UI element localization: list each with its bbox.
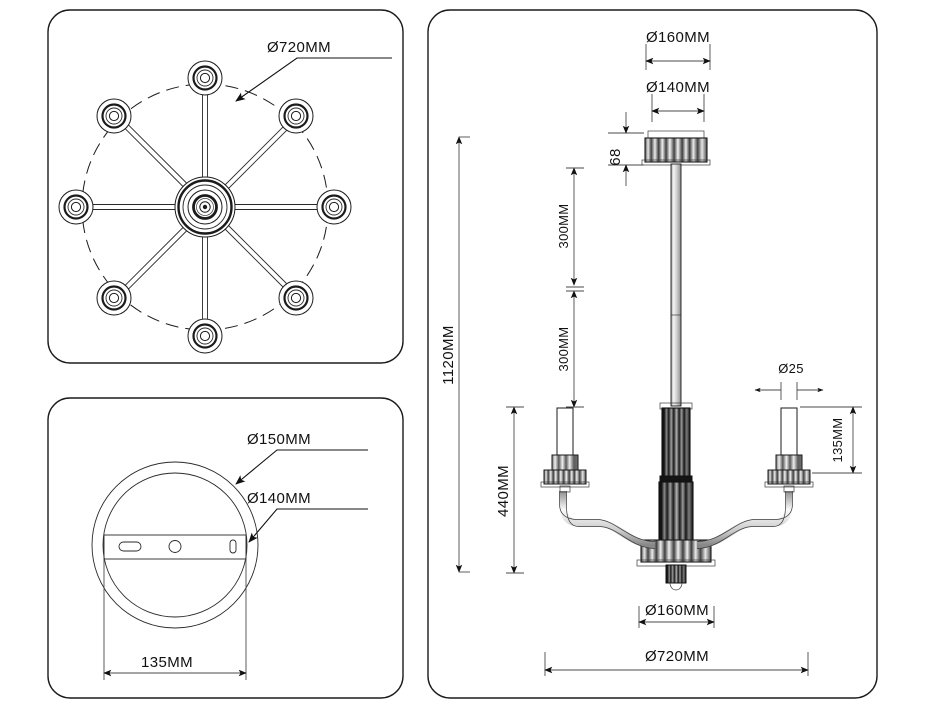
dimension-label-140: Ø140MM bbox=[247, 490, 311, 507]
dimension-body-440: 440MM bbox=[495, 406, 524, 574]
dimension-canopy-inner: Ø140MM bbox=[247, 490, 368, 543]
dimension-label-68: 68 bbox=[607, 148, 624, 166]
arm-left-edge-lower bbox=[566, 491, 656, 549]
arm-line bbox=[216, 216, 293, 293]
socket-group bbox=[58, 60, 352, 354]
dimension-label-135: 135MM bbox=[141, 654, 193, 671]
arm-left bbox=[540, 407, 656, 549]
arm-line bbox=[121, 121, 198, 198]
dimension-label-canopy-160: Ø160MM bbox=[646, 29, 710, 46]
arm-right-tube bbox=[696, 491, 793, 549]
socket-bottom bbox=[187, 318, 223, 354]
socket-stub-right bbox=[783, 485, 795, 493]
dimension-canopy-160: Ø160MM bbox=[645, 29, 711, 70]
body-upper-column bbox=[661, 407, 691, 479]
dimension-label-440: 440MM bbox=[495, 465, 512, 517]
socket-bottom-right bbox=[278, 280, 314, 316]
dimension-label-canopy-140: Ø140MM bbox=[646, 79, 710, 96]
main-body bbox=[658, 402, 694, 551]
finial-body bbox=[665, 564, 687, 584]
arm-group bbox=[86, 88, 324, 326]
dimension-total-height: 1120MM bbox=[440, 136, 470, 573]
mounting-bracket bbox=[103, 534, 247, 560]
dimension-rod-lower-300: 300MM bbox=[556, 290, 584, 408]
dimension-label-spread-720: Ø720MM bbox=[645, 648, 709, 665]
canopy-inner-circle bbox=[102, 472, 248, 618]
dimension-candle-25: Ø25 bbox=[754, 361, 824, 400]
suspension-rod bbox=[670, 163, 682, 407]
dimension-bracket-width: 135MM bbox=[103, 559, 247, 680]
arm-line bbox=[216, 121, 293, 198]
socket-top-left bbox=[96, 98, 132, 134]
arm-line bbox=[222, 204, 324, 210]
dimension-base-160: Ø160MM bbox=[638, 602, 715, 628]
socket-right bbox=[316, 189, 352, 225]
socket-top bbox=[187, 60, 223, 96]
socket-lip-right bbox=[764, 481, 814, 488]
dimension-label-300-lower: 300MM bbox=[556, 327, 571, 372]
leader-line bbox=[248, 508, 368, 543]
arm-right-edge-lower bbox=[696, 491, 786, 549]
arm-left-edge-upper bbox=[559, 491, 656, 542]
arm-line bbox=[202, 224, 208, 326]
dimension-canopy-140: Ø140MM bbox=[646, 79, 710, 122]
socket-ring-right bbox=[767, 469, 811, 485]
arm-line bbox=[202, 88, 208, 190]
dimension-label-base-160: Ø160MM bbox=[645, 602, 709, 619]
leader-line bbox=[235, 57, 392, 102]
base-fluted-band bbox=[640, 539, 712, 563]
body-lower-column bbox=[658, 481, 694, 551]
socket-bottom-left bbox=[96, 280, 132, 316]
socket-left bbox=[58, 189, 94, 225]
top-view-drawing: Ø720MM bbox=[58, 39, 392, 354]
front-elevation-drawing: Ø160MM Ø140MM 68 112 bbox=[440, 29, 862, 676]
dimension-label-25: Ø25 bbox=[778, 361, 803, 376]
center-hub bbox=[174, 176, 236, 238]
canopy-outer-circle bbox=[91, 461, 259, 629]
dimension-spread-720: Ø720MM bbox=[544, 648, 809, 676]
leader-line bbox=[235, 449, 368, 485]
socket-lip-left bbox=[540, 481, 590, 488]
lamp-socket-right bbox=[764, 407, 814, 493]
arm-right bbox=[696, 407, 814, 549]
bracket-horizontal-slot bbox=[118, 541, 142, 552]
bracket-vertical-slot bbox=[229, 539, 237, 554]
front-elevation-panel bbox=[427, 9, 878, 699]
dimension-label-1120: 1120MM bbox=[440, 325, 457, 385]
dimension-canopy-height-68: 68 bbox=[607, 112, 644, 186]
base-disc bbox=[636, 539, 716, 567]
bracket-body bbox=[103, 534, 247, 560]
arm-right-edge-upper bbox=[696, 491, 793, 542]
bracket-center-hole bbox=[168, 540, 182, 553]
dimension-label-150: Ø150MM bbox=[247, 431, 311, 448]
dimension-outer-diameter-top: Ø720MM bbox=[235, 39, 392, 102]
finial-tip bbox=[669, 582, 683, 591]
dimension-label-720: Ø720MM bbox=[267, 39, 331, 56]
dimension-canopy-outer: Ø150MM bbox=[235, 431, 368, 485]
bottom-finial bbox=[665, 564, 687, 591]
arm-left-tube bbox=[559, 491, 656, 549]
dimension-label-135mm: 135MM bbox=[830, 418, 845, 463]
dimension-rod-upper-300: 300MM bbox=[556, 167, 584, 288]
socket-stub-left bbox=[559, 485, 571, 493]
socket-top-right bbox=[278, 98, 314, 134]
lamp-socket-left bbox=[540, 407, 590, 493]
canopy-fluted-band bbox=[644, 137, 708, 163]
dimension-candle-height-135: 135MM bbox=[800, 406, 862, 474]
arm-line bbox=[86, 204, 188, 210]
socket-ring-left bbox=[543, 469, 587, 485]
canopy-view-panel bbox=[47, 397, 404, 699]
arm-line bbox=[121, 216, 198, 293]
dimension-label-300-upper: 300MM bbox=[556, 204, 571, 249]
canopy-view-drawing: Ø150MM Ø140MM 135MM bbox=[91, 431, 368, 680]
